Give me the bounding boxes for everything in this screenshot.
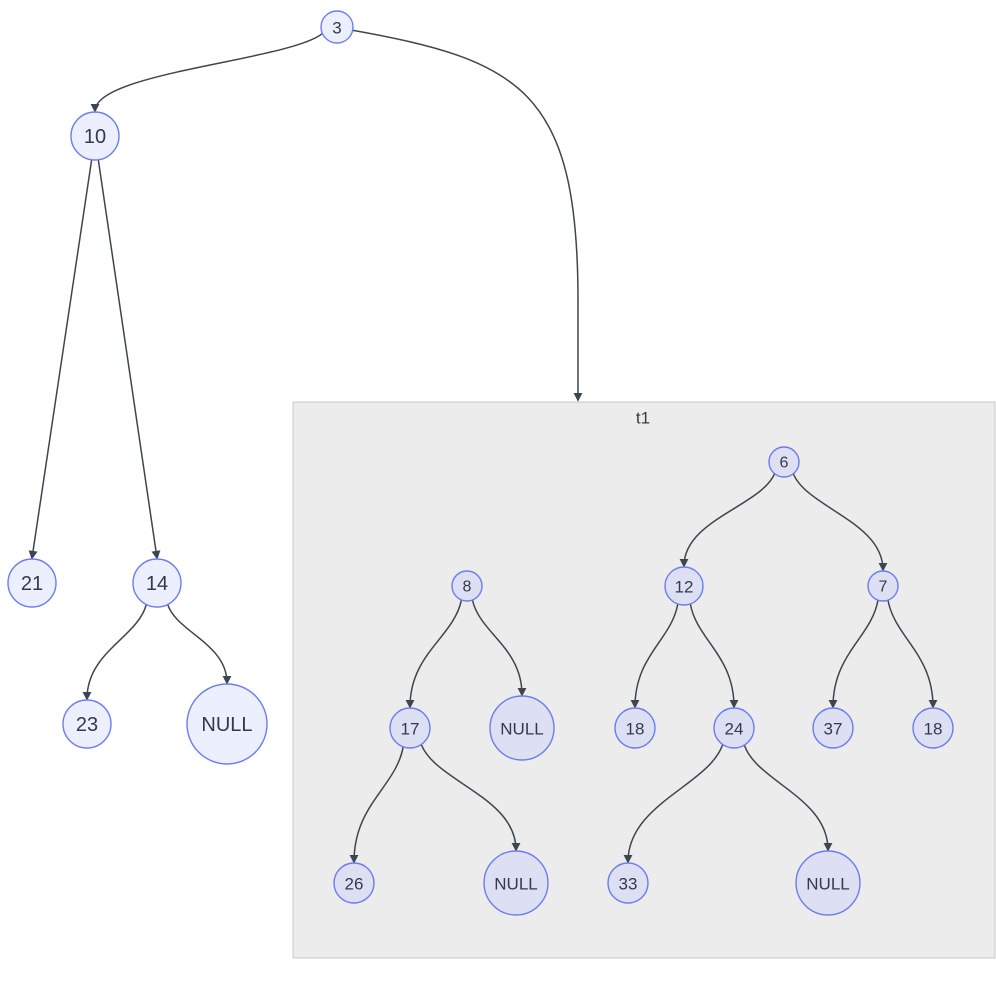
node-circle: [7, 558, 57, 608]
cluster-box: [292, 401, 996, 959]
edge-n17-to-n26: [349, 746, 404, 864]
edge-n10-to-n14: [97, 159, 161, 560]
cluster-label: t1: [636, 409, 650, 428]
node-label: 14: [146, 573, 168, 595]
node-circle: [614, 707, 656, 749]
node-n7: 7: [867, 570, 899, 602]
node-n33: 33: [607, 862, 649, 904]
node-circle: [186, 683, 268, 765]
node-label: 6: [780, 455, 789, 472]
edge-n6-to-n7: [792, 473, 888, 572]
node-circle: [70, 111, 120, 161]
node-nNull2: NULL: [489, 695, 555, 761]
node-circle: [912, 707, 954, 749]
edge-n6-to-n12: [679, 473, 776, 568]
node-label: NULL: [201, 714, 252, 736]
cluster-t1: t1: [292, 401, 996, 959]
node-circle: [713, 707, 755, 749]
node-label: 7: [879, 579, 888, 596]
edges: [28, 29, 938, 864]
node-circle: [812, 707, 854, 749]
edge-n24-to-n33: [623, 744, 724, 864]
edge-n7-to-n18b: [887, 600, 938, 709]
node-label: NULL: [500, 720, 543, 739]
edge-n14-to-n23: [82, 604, 148, 701]
node-circle: [489, 695, 555, 761]
node-nNull1: NULL: [186, 683, 268, 765]
node-n12: 12: [664, 566, 704, 606]
node-n26: 26: [333, 862, 375, 904]
node-circle: [768, 446, 800, 478]
node-label: NULL: [494, 875, 537, 894]
node-nNull3: NULL: [483, 850, 549, 916]
node-circle: [389, 707, 431, 749]
node-n23: 23: [62, 699, 112, 749]
node-circle: [795, 850, 861, 916]
edge-n8-to-nNull2: [471, 599, 527, 697]
edge-n10-to-n21: [28, 159, 93, 560]
node-label: 24: [725, 720, 744, 739]
node-circle: [483, 850, 549, 916]
node-n18a: 18: [614, 707, 656, 749]
edge-n24-to-nNull4: [743, 744, 833, 852]
edge-n8-to-n17: [405, 599, 463, 709]
node-label: 33: [619, 875, 638, 894]
node-label: 21: [21, 573, 43, 595]
node-label: 3: [332, 19, 341, 38]
node-label: 37: [824, 720, 843, 739]
node-n21: 21: [7, 558, 57, 608]
edge-n14-to-nNull1: [166, 604, 232, 685]
node-label: 17: [401, 720, 420, 739]
node-circle: [132, 558, 182, 608]
node-n3: 3: [320, 10, 354, 44]
node-n6: 6: [768, 446, 800, 478]
node-n8: 8: [451, 570, 483, 602]
node-label: 23: [76, 714, 98, 736]
node-circle: [867, 570, 899, 602]
node-n17: 17: [389, 707, 431, 749]
node-label: 12: [675, 578, 694, 597]
node-label: 26: [345, 875, 364, 894]
node-circle: [333, 862, 375, 904]
node-n24: 24: [713, 707, 755, 749]
node-label: NULL: [806, 875, 849, 894]
edge-n3-to-n10: [90, 32, 323, 113]
node-circle: [664, 566, 704, 606]
node-label: 8: [463, 579, 472, 596]
node-n37: 37: [812, 707, 854, 749]
node-label: 18: [924, 720, 943, 739]
node-nNull4: NULL: [795, 850, 861, 916]
node-n14: 14: [132, 558, 182, 608]
node-circle: [62, 699, 112, 749]
edge-n17-to-nNull3: [420, 744, 521, 852]
edge-n3-to-t1: [350, 29, 583, 402]
edge-n12-to-n24: [689, 603, 739, 709]
node-circle: [607, 862, 649, 904]
node-circle: [451, 570, 483, 602]
node-circle: [320, 10, 354, 44]
node-n10: 10: [70, 111, 120, 161]
node-label: 18: [626, 720, 645, 739]
node-label: 10: [84, 126, 106, 148]
edge-n12-to-n18a: [630, 603, 679, 709]
edge-n7-to-n37: [828, 600, 879, 709]
node-n18b: 18: [912, 707, 954, 749]
